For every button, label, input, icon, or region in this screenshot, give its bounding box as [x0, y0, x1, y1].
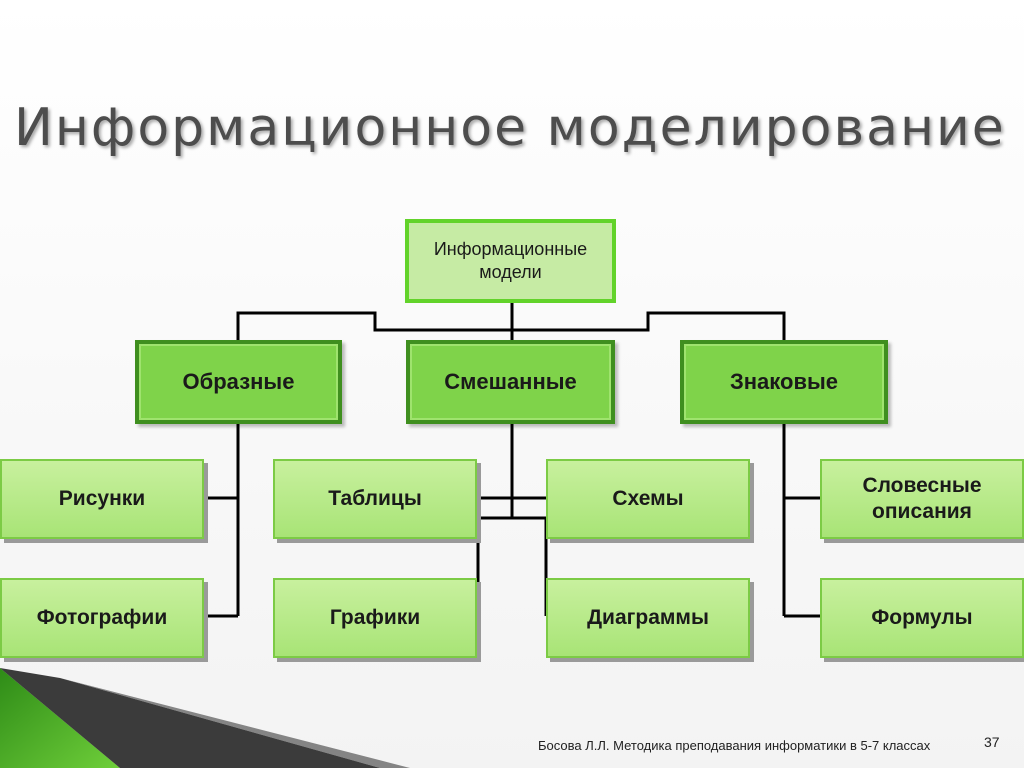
slide-title: Информационное моделирование	[14, 98, 1006, 158]
root-node: Информационные модели	[405, 219, 616, 303]
leaf-slovesnye-opisaniya: Словесные описания	[820, 459, 1024, 539]
leaf-grafiki: Графики	[273, 578, 477, 658]
page-number: 37	[984, 734, 1000, 750]
leaf-diagrammy: Диаграммы	[546, 578, 750, 658]
leaf-tablicy: Таблицы	[273, 459, 477, 539]
leaf-fotografii: Фотографии	[0, 578, 204, 658]
leaf-shemy: Схемы	[546, 459, 750, 539]
footer-citation: Босова Л.Л. Методика преподавания информ…	[538, 738, 931, 753]
connector-mix-split	[476, 516, 548, 616]
category-smeshannye: Смешанные	[406, 340, 615, 424]
leaf-formuly: Формулы	[820, 578, 1024, 658]
category-znakovye: Знаковые	[680, 340, 888, 424]
category-obraznye: Образные	[135, 340, 342, 424]
leaf-risunki: Рисунки	[0, 459, 204, 539]
